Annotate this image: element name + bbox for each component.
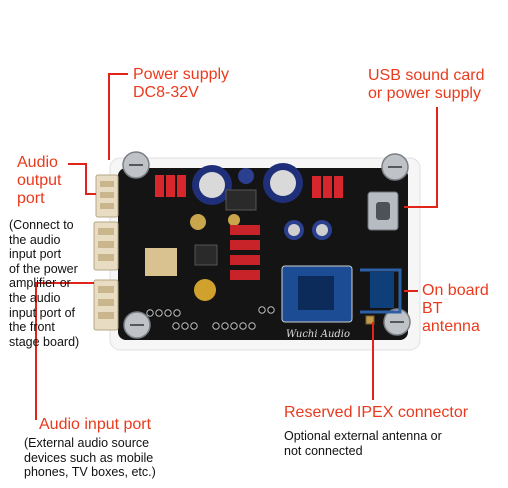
resistor-array <box>230 225 260 280</box>
capacitor-icon <box>194 279 216 301</box>
bluetooth-module-icon <box>281 265 402 323</box>
header-connector-icon <box>93 279 119 331</box>
capacitor-icon <box>238 168 332 240</box>
leader-usb <box>404 107 438 208</box>
leader-audio-output <box>68 163 96 195</box>
header-connector-icon <box>95 174 119 218</box>
capacitor-icon <box>190 214 206 230</box>
leader-audio-input <box>35 282 94 420</box>
leader-lines <box>35 73 438 420</box>
usb-c-icon <box>367 191 399 231</box>
ic-chip <box>194 244 218 266</box>
screw-icon <box>122 151 150 179</box>
screw-icon <box>123 311 151 339</box>
usb-sound-card-label: USB sound card or power supply <box>368 67 485 102</box>
screw-icon <box>381 153 409 181</box>
capacitor-icon <box>228 214 240 226</box>
ipex-label: Reserved IPEX connector <box>284 404 469 421</box>
ic-chip <box>145 248 177 276</box>
header-pin-row <box>146 306 275 330</box>
capacitor-icon <box>192 163 303 205</box>
audio-output-label: Audio output port <box>17 154 62 207</box>
ipex-connector <box>365 315 375 325</box>
on-board-bt-label: On board BT antenna <box>422 282 489 335</box>
audio-input-note: (External audio source devices such as m… <box>24 436 156 480</box>
audio-input-label: Audio input port <box>39 416 152 433</box>
audio-output-note: (Connect to the audio input port of the … <box>9 218 80 349</box>
screw-icon <box>383 308 411 336</box>
power-supply-label: Power supply DC8-32V <box>133 66 230 101</box>
board-brand-silkscreen: Wuchi Audio <box>286 329 350 340</box>
capacitor-icon <box>155 175 343 198</box>
header-connector-icon <box>93 221 119 271</box>
ipex-note: Optional external antenna or not connect… <box>284 429 442 458</box>
antenna-trace <box>370 272 394 308</box>
ic-chip <box>225 189 257 211</box>
leader-power-supply <box>108 73 128 160</box>
